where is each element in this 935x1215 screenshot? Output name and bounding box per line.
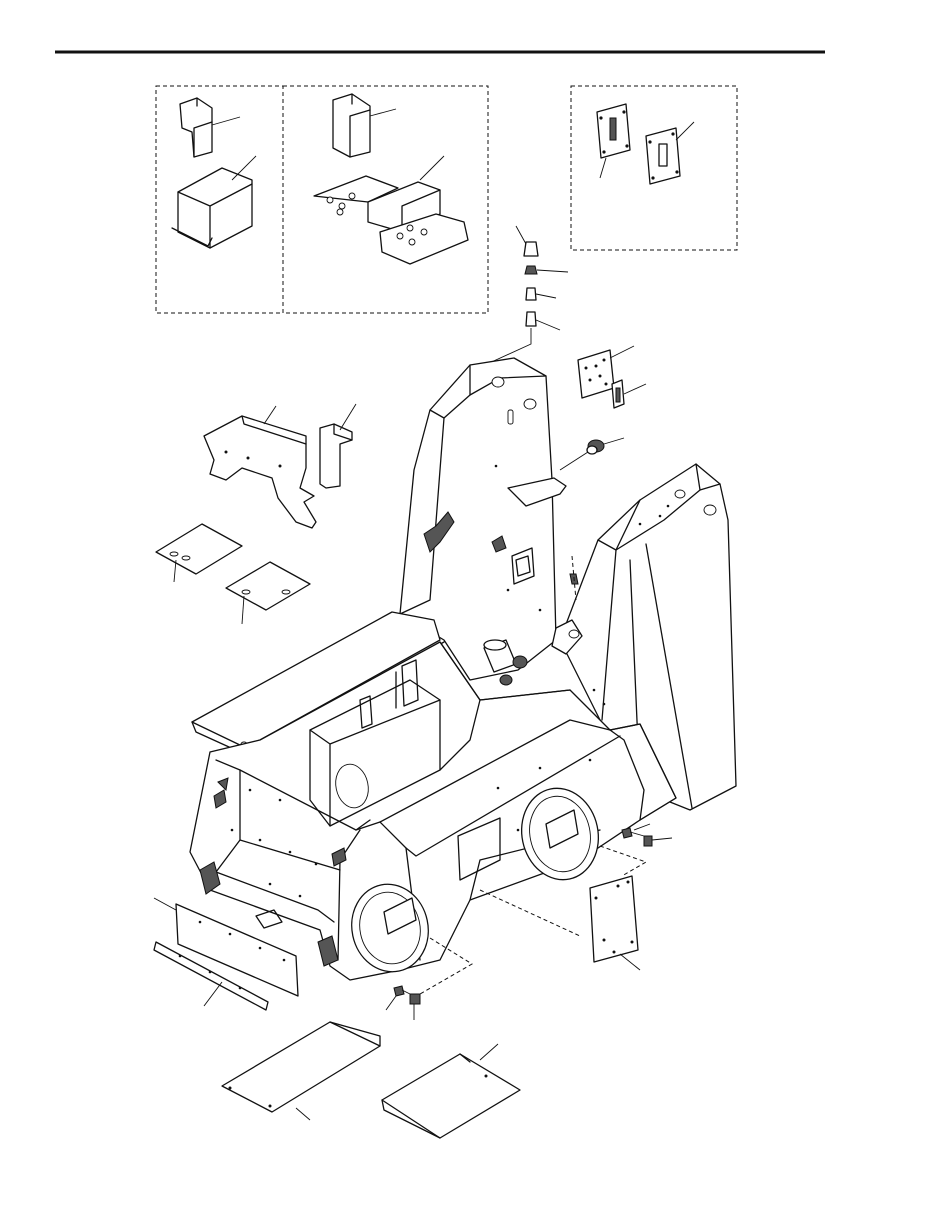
bottom-plate-right [381, 1043, 521, 1139]
pivot-tube [483, 639, 528, 686]
inset-middle-cover [313, 155, 469, 265]
inset-middle [282, 85, 489, 314]
inset-middle-bracket [332, 93, 397, 158]
inset-right-plate-a [596, 103, 631, 179]
front-strip [153, 941, 269, 1011]
leader-dashes [419, 889, 581, 995]
inset-right [570, 85, 738, 251]
angle-bracket [319, 403, 357, 489]
front-panel [153, 897, 299, 997]
bottom-plate-left [221, 1021, 381, 1121]
inset-left-bracket [179, 97, 241, 158]
knob [559, 437, 625, 471]
access-plate [577, 345, 635, 399]
floor-plate-right [225, 561, 311, 625]
hardware-right [599, 823, 673, 877]
inset-right-plate-b [645, 121, 695, 185]
frame-body [189, 641, 677, 981]
floor-plate-left [155, 523, 243, 583]
left-upright [399, 357, 567, 681]
grommet [611, 379, 647, 409]
shield-panel [203, 405, 317, 529]
inset-left-cover [171, 155, 257, 249]
side-access-plate [589, 875, 641, 971]
hardware-left [385, 985, 421, 1020]
